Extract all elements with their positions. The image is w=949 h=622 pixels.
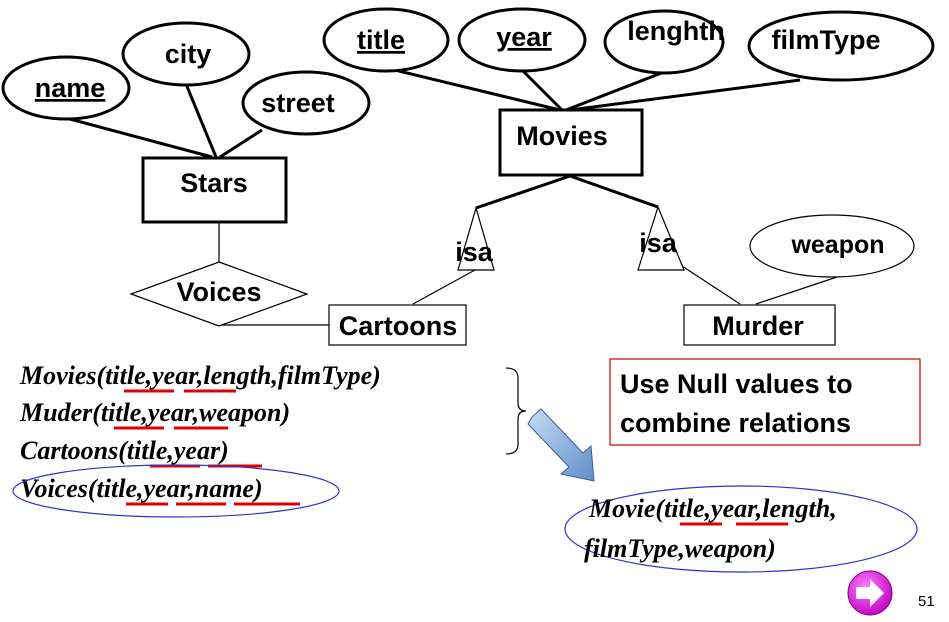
relation-voices: Voices(title,year,name) [20,474,263,503]
edge-isa1-cartoons [412,269,476,305]
note-line-1: Use Null values to [620,369,853,399]
entity-stars-box [141,156,288,224]
edge-length-movies [565,70,665,112]
attributes: name city street title year lenghth film… [1,7,935,278]
relationship-voices-label: Voices [176,277,261,307]
entity-stars-label: Stars [180,168,248,198]
relation-muder: Muder(title,year,weapon) [19,398,290,427]
attr-name-label: name [35,73,106,103]
edge-weapon-murder [755,275,841,305]
voices-highlight-ellipse [12,464,340,518]
attr-year-ellipse [457,7,587,73]
attr-filmtype-ellipse [747,10,935,82]
attr-weapon-label: weapon [790,231,884,259]
edge-year-movies [520,68,564,112]
edge-movies-isa2 [569,174,659,209]
attr-street-label: street [261,88,335,118]
attr-filmtype-label: filmType [771,25,880,55]
edge-title-movies [377,64,561,112]
isa-label-cartoons: isa [455,237,494,267]
isa-triangle-murder [637,205,685,271]
attr-city-label: city [165,39,212,69]
down-arrow-icon [527,408,595,482]
edge-filmtype-movies [569,78,801,112]
isa-label-murder: isa [639,228,678,258]
relation-movies: Movies(title,year,length,filmType) [19,361,381,390]
entity-cartoons-label: Cartoons [339,311,458,341]
connectors [65,64,841,326]
attr-street-ellipse [241,70,371,136]
page-number: 51 [918,593,935,610]
isa-triangles: isa isa [455,205,685,271]
edge-street-stars [219,128,263,159]
entity-cartoons-box [328,304,467,346]
isa-triangle-cartoons [457,205,495,271]
relation-schemas: Movies(title,year,length,filmType) Muder… [19,361,381,503]
attr-weapon-ellipse [749,214,915,278]
attr-length-label: lenghth [627,16,724,46]
attr-city-ellipse [121,21,251,87]
note-line-2: combine relations [620,408,851,438]
edge-city-stars [184,83,218,158]
note-box [609,358,921,446]
entity-movies-label: Movies [516,121,608,151]
edge-movies-isa1 [475,174,571,210]
next-arrow-icon[interactable] [847,570,893,616]
entities: Stars Movies Cartoons Murder [141,108,836,346]
attr-title-ellipse [322,7,450,73]
entity-murder-label: Murder [712,311,804,341]
result-line-1: Movie(title,year,length, [588,494,837,523]
entity-movies-box [498,108,644,177]
attr-name-ellipse [1,55,131,121]
result-highlight-ellipse [564,485,918,573]
relationship-voices-diamond [129,261,309,327]
brace-icon [505,367,527,455]
relation-cartoons: Cartoons(title,year) [20,436,229,465]
entity-murder-box [683,304,836,346]
attr-year-label: year [496,22,552,52]
relationships: Voices [129,261,309,327]
edge-name-stars [65,116,213,159]
attr-length-ellipse [603,9,725,75]
attr-title-label: title [357,25,405,55]
edge-isa2-murder [681,265,741,305]
result-line-2: filmType,weapon) [584,534,776,563]
